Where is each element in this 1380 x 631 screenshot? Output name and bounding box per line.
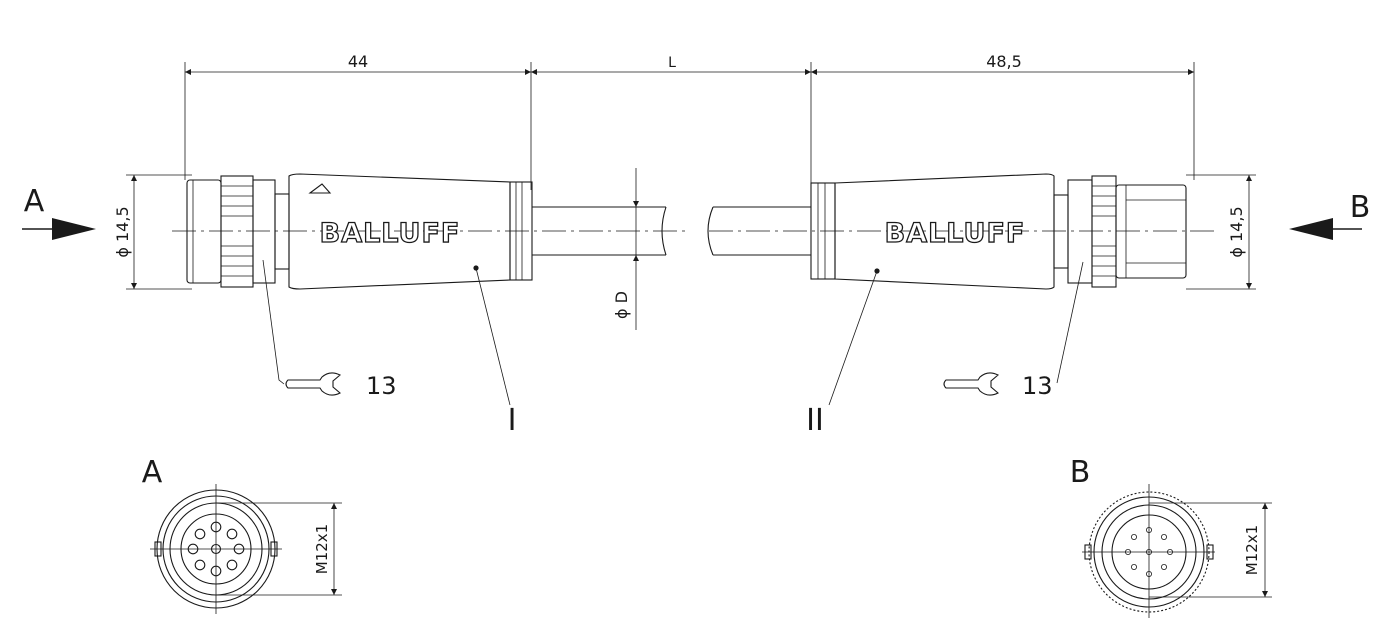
view-arrow-b bbox=[1289, 218, 1362, 240]
detail-view-a bbox=[150, 484, 342, 614]
brand-logo-left: BALLUFF bbox=[320, 218, 461, 249]
dim-right-wrench: 13 bbox=[1022, 372, 1053, 400]
dim-left-wrench: 13 bbox=[366, 372, 397, 400]
dim-right-length: 48,5 bbox=[986, 52, 1022, 71]
right-connector bbox=[810, 173, 1187, 290]
detail-view-b bbox=[1082, 484, 1272, 618]
dim-left-length: 44 bbox=[348, 52, 368, 71]
brand-logo-right: BALLUFF bbox=[885, 218, 1026, 249]
dim-right-diameter: ϕ 14,5 bbox=[1227, 206, 1246, 257]
dim-cable-diameter: ϕ D bbox=[612, 291, 631, 319]
top-dimension-lines bbox=[184, 62, 1195, 190]
detail-label-b: B bbox=[1070, 455, 1091, 490]
dim-cable-length: L bbox=[668, 55, 676, 71]
cable bbox=[532, 206, 811, 256]
dim-left-thread: M12x1 bbox=[313, 524, 331, 574]
left-connector bbox=[186, 173, 533, 290]
detail-label-a: A bbox=[142, 455, 163, 490]
view-label-a: A bbox=[24, 184, 45, 219]
wrench-icon-right bbox=[943, 372, 999, 396]
wrench-icon-left bbox=[285, 372, 341, 396]
dim-right-thread: M12x1 bbox=[1243, 525, 1261, 575]
callout-ii: II bbox=[806, 403, 824, 438]
callout-leaders bbox=[262, 259, 1084, 406]
view-arrow-a bbox=[22, 218, 96, 240]
left-diameter-dimension bbox=[126, 174, 192, 290]
view-label-b: B bbox=[1350, 190, 1371, 225]
right-diameter-dimension bbox=[1186, 174, 1256, 290]
dim-left-diameter: ϕ 14,5 bbox=[113, 206, 132, 257]
callout-i: I bbox=[508, 403, 517, 438]
